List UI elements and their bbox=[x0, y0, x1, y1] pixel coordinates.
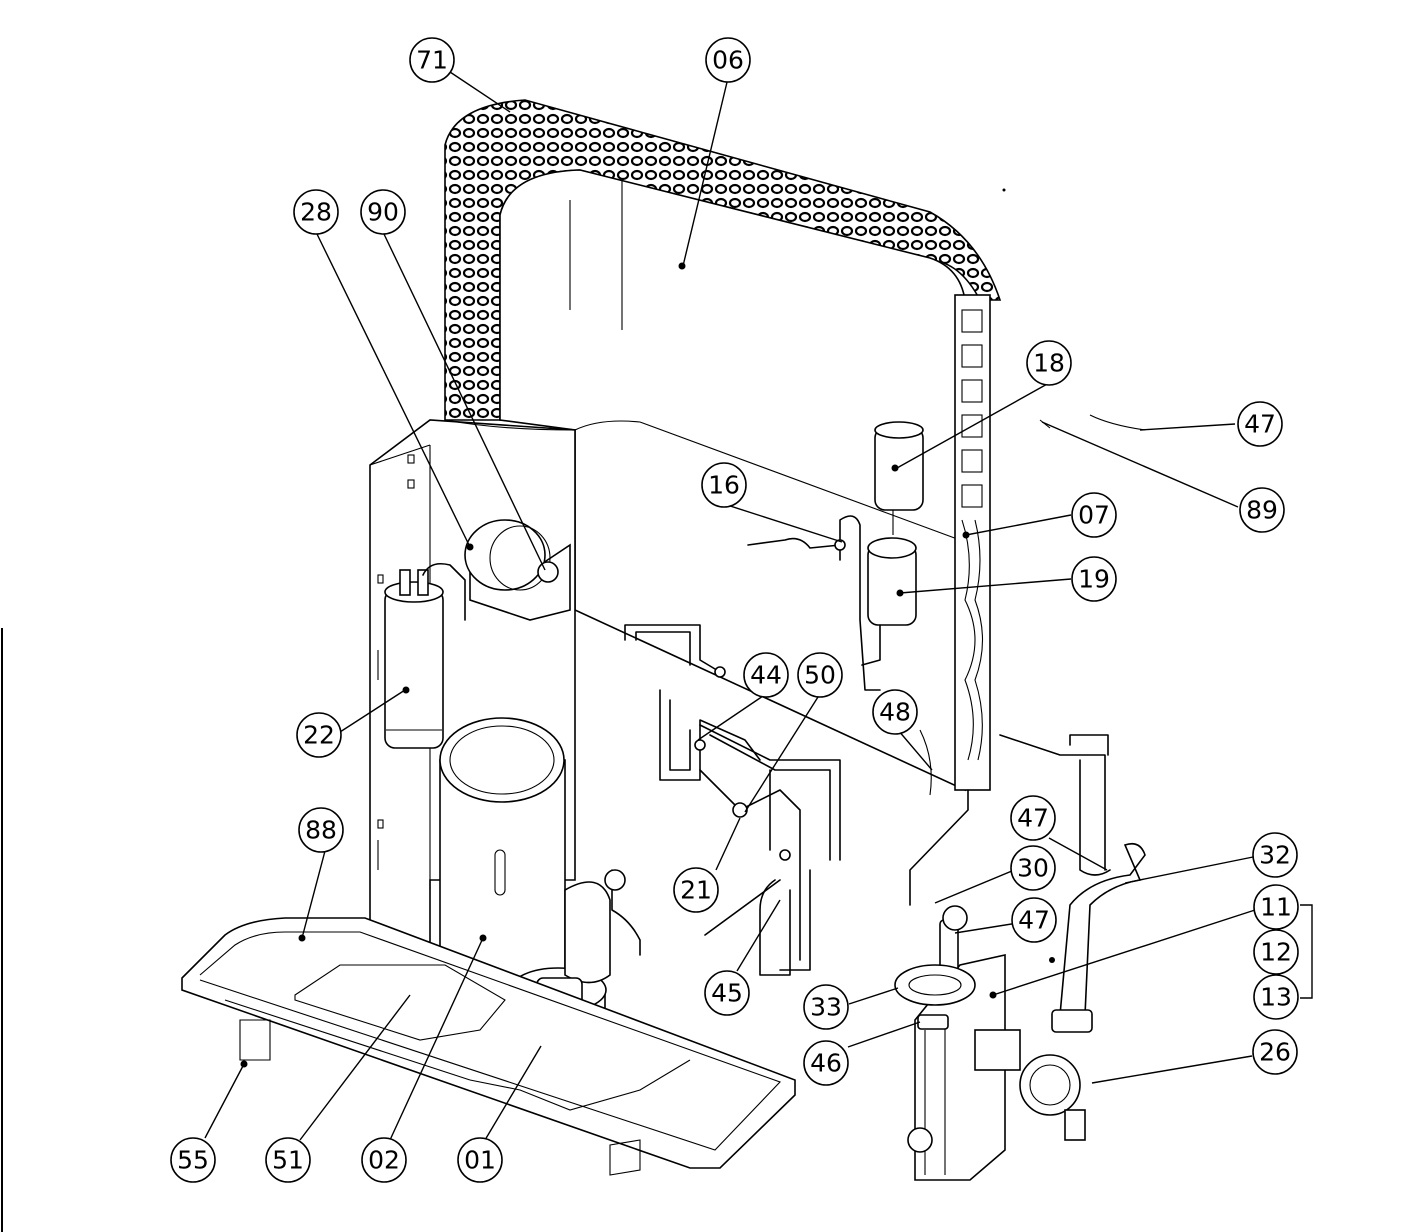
svg-text:44: 44 bbox=[750, 661, 782, 690]
inductor-bracket bbox=[464, 519, 571, 621]
callout-16: 16 bbox=[701, 462, 747, 508]
svg-text:47: 47 bbox=[1017, 804, 1049, 833]
callout-47-top: 47 bbox=[1237, 401, 1283, 447]
callout-30: 30 bbox=[1010, 845, 1056, 891]
svg-text:19: 19 bbox=[1078, 565, 1110, 594]
callout-89: 89 bbox=[1239, 487, 1285, 533]
callout-01: 01 bbox=[457, 1137, 503, 1183]
svg-text:26: 26 bbox=[1259, 1038, 1291, 1067]
svg-text:22: 22 bbox=[303, 721, 335, 750]
callout-71: 71 bbox=[409, 37, 455, 83]
svg-text:06: 06 bbox=[712, 46, 744, 75]
svg-text:33: 33 bbox=[810, 993, 842, 1022]
receiver-bottom bbox=[861, 537, 917, 666]
callout-18: 18 bbox=[1026, 340, 1072, 386]
svg-text:46: 46 bbox=[810, 1049, 842, 1078]
callout-90: 90 bbox=[360, 189, 406, 235]
callout-22: 22 bbox=[296, 712, 342, 758]
expansion-valve bbox=[747, 515, 881, 691]
callout-48: 48 bbox=[872, 689, 918, 735]
callout-07: 07 bbox=[1071, 492, 1117, 538]
callout-44: 44 bbox=[743, 652, 789, 698]
svg-text:50: 50 bbox=[804, 661, 836, 690]
svg-text:90: 90 bbox=[367, 198, 399, 227]
callout-46: 46 bbox=[803, 1040, 849, 1086]
svg-text:89: 89 bbox=[1246, 496, 1278, 525]
svg-text:13: 13 bbox=[1260, 983, 1292, 1012]
svg-text:48: 48 bbox=[879, 698, 911, 727]
svg-text:12: 12 bbox=[1260, 938, 1292, 967]
svg-text:07: 07 bbox=[1078, 501, 1110, 530]
callout-50: 50 bbox=[797, 652, 843, 698]
svg-text:28: 28 bbox=[300, 198, 332, 227]
svg-text:21: 21 bbox=[680, 876, 712, 905]
base-pan bbox=[181, 917, 796, 1176]
callout-26: 26 bbox=[1252, 1029, 1298, 1075]
svg-text:18: 18 bbox=[1033, 349, 1065, 378]
svg-text:55: 55 bbox=[177, 1146, 209, 1175]
svg-text:71: 71 bbox=[416, 46, 448, 75]
receiver-top bbox=[874, 421, 924, 535]
callout-55: 55 bbox=[170, 1137, 216, 1183]
callout-12: 12 bbox=[1253, 929, 1299, 975]
callout-51: 51 bbox=[265, 1137, 311, 1183]
accumulator bbox=[384, 562, 466, 749]
svg-text:01: 01 bbox=[464, 1146, 496, 1175]
svg-text:47: 47 bbox=[1018, 906, 1050, 935]
callout-47-low: 47 bbox=[1011, 897, 1057, 943]
four-way-valve-piping bbox=[624, 624, 841, 976]
callout-32: 32 bbox=[1252, 832, 1298, 878]
svg-text:16: 16 bbox=[708, 471, 740, 500]
callout-33: 33 bbox=[803, 984, 849, 1030]
compressor-jacket bbox=[439, 717, 566, 1011]
water-side-assembly bbox=[894, 734, 1146, 1181]
svg-text:88: 88 bbox=[305, 816, 337, 845]
svg-text:32: 32 bbox=[1259, 841, 1291, 870]
svg-text:51: 51 bbox=[272, 1146, 304, 1175]
svg-text:30: 30 bbox=[1017, 854, 1049, 883]
callout-47-mid: 47 bbox=[1010, 795, 1056, 841]
svg-text:47: 47 bbox=[1244, 410, 1276, 439]
callout-19: 19 bbox=[1071, 556, 1117, 602]
callout-21: 21 bbox=[673, 867, 719, 913]
group-bracket bbox=[1300, 904, 1313, 999]
svg-text:02: 02 bbox=[368, 1146, 400, 1175]
callout-45: 45 bbox=[704, 970, 750, 1016]
svg-text:45: 45 bbox=[711, 979, 743, 1008]
sensor-wire bbox=[919, 729, 932, 796]
callout-13: 13 bbox=[1253, 974, 1299, 1020]
callout-88: 88 bbox=[298, 807, 344, 853]
callout-28: 28 bbox=[293, 189, 339, 235]
leader-lines bbox=[204, 71, 1256, 1141]
callout-02: 02 bbox=[361, 1137, 407, 1183]
svg-text:11: 11 bbox=[1260, 893, 1292, 922]
callout-06: 06 bbox=[705, 37, 751, 83]
callout-11: 11 bbox=[1253, 884, 1299, 930]
